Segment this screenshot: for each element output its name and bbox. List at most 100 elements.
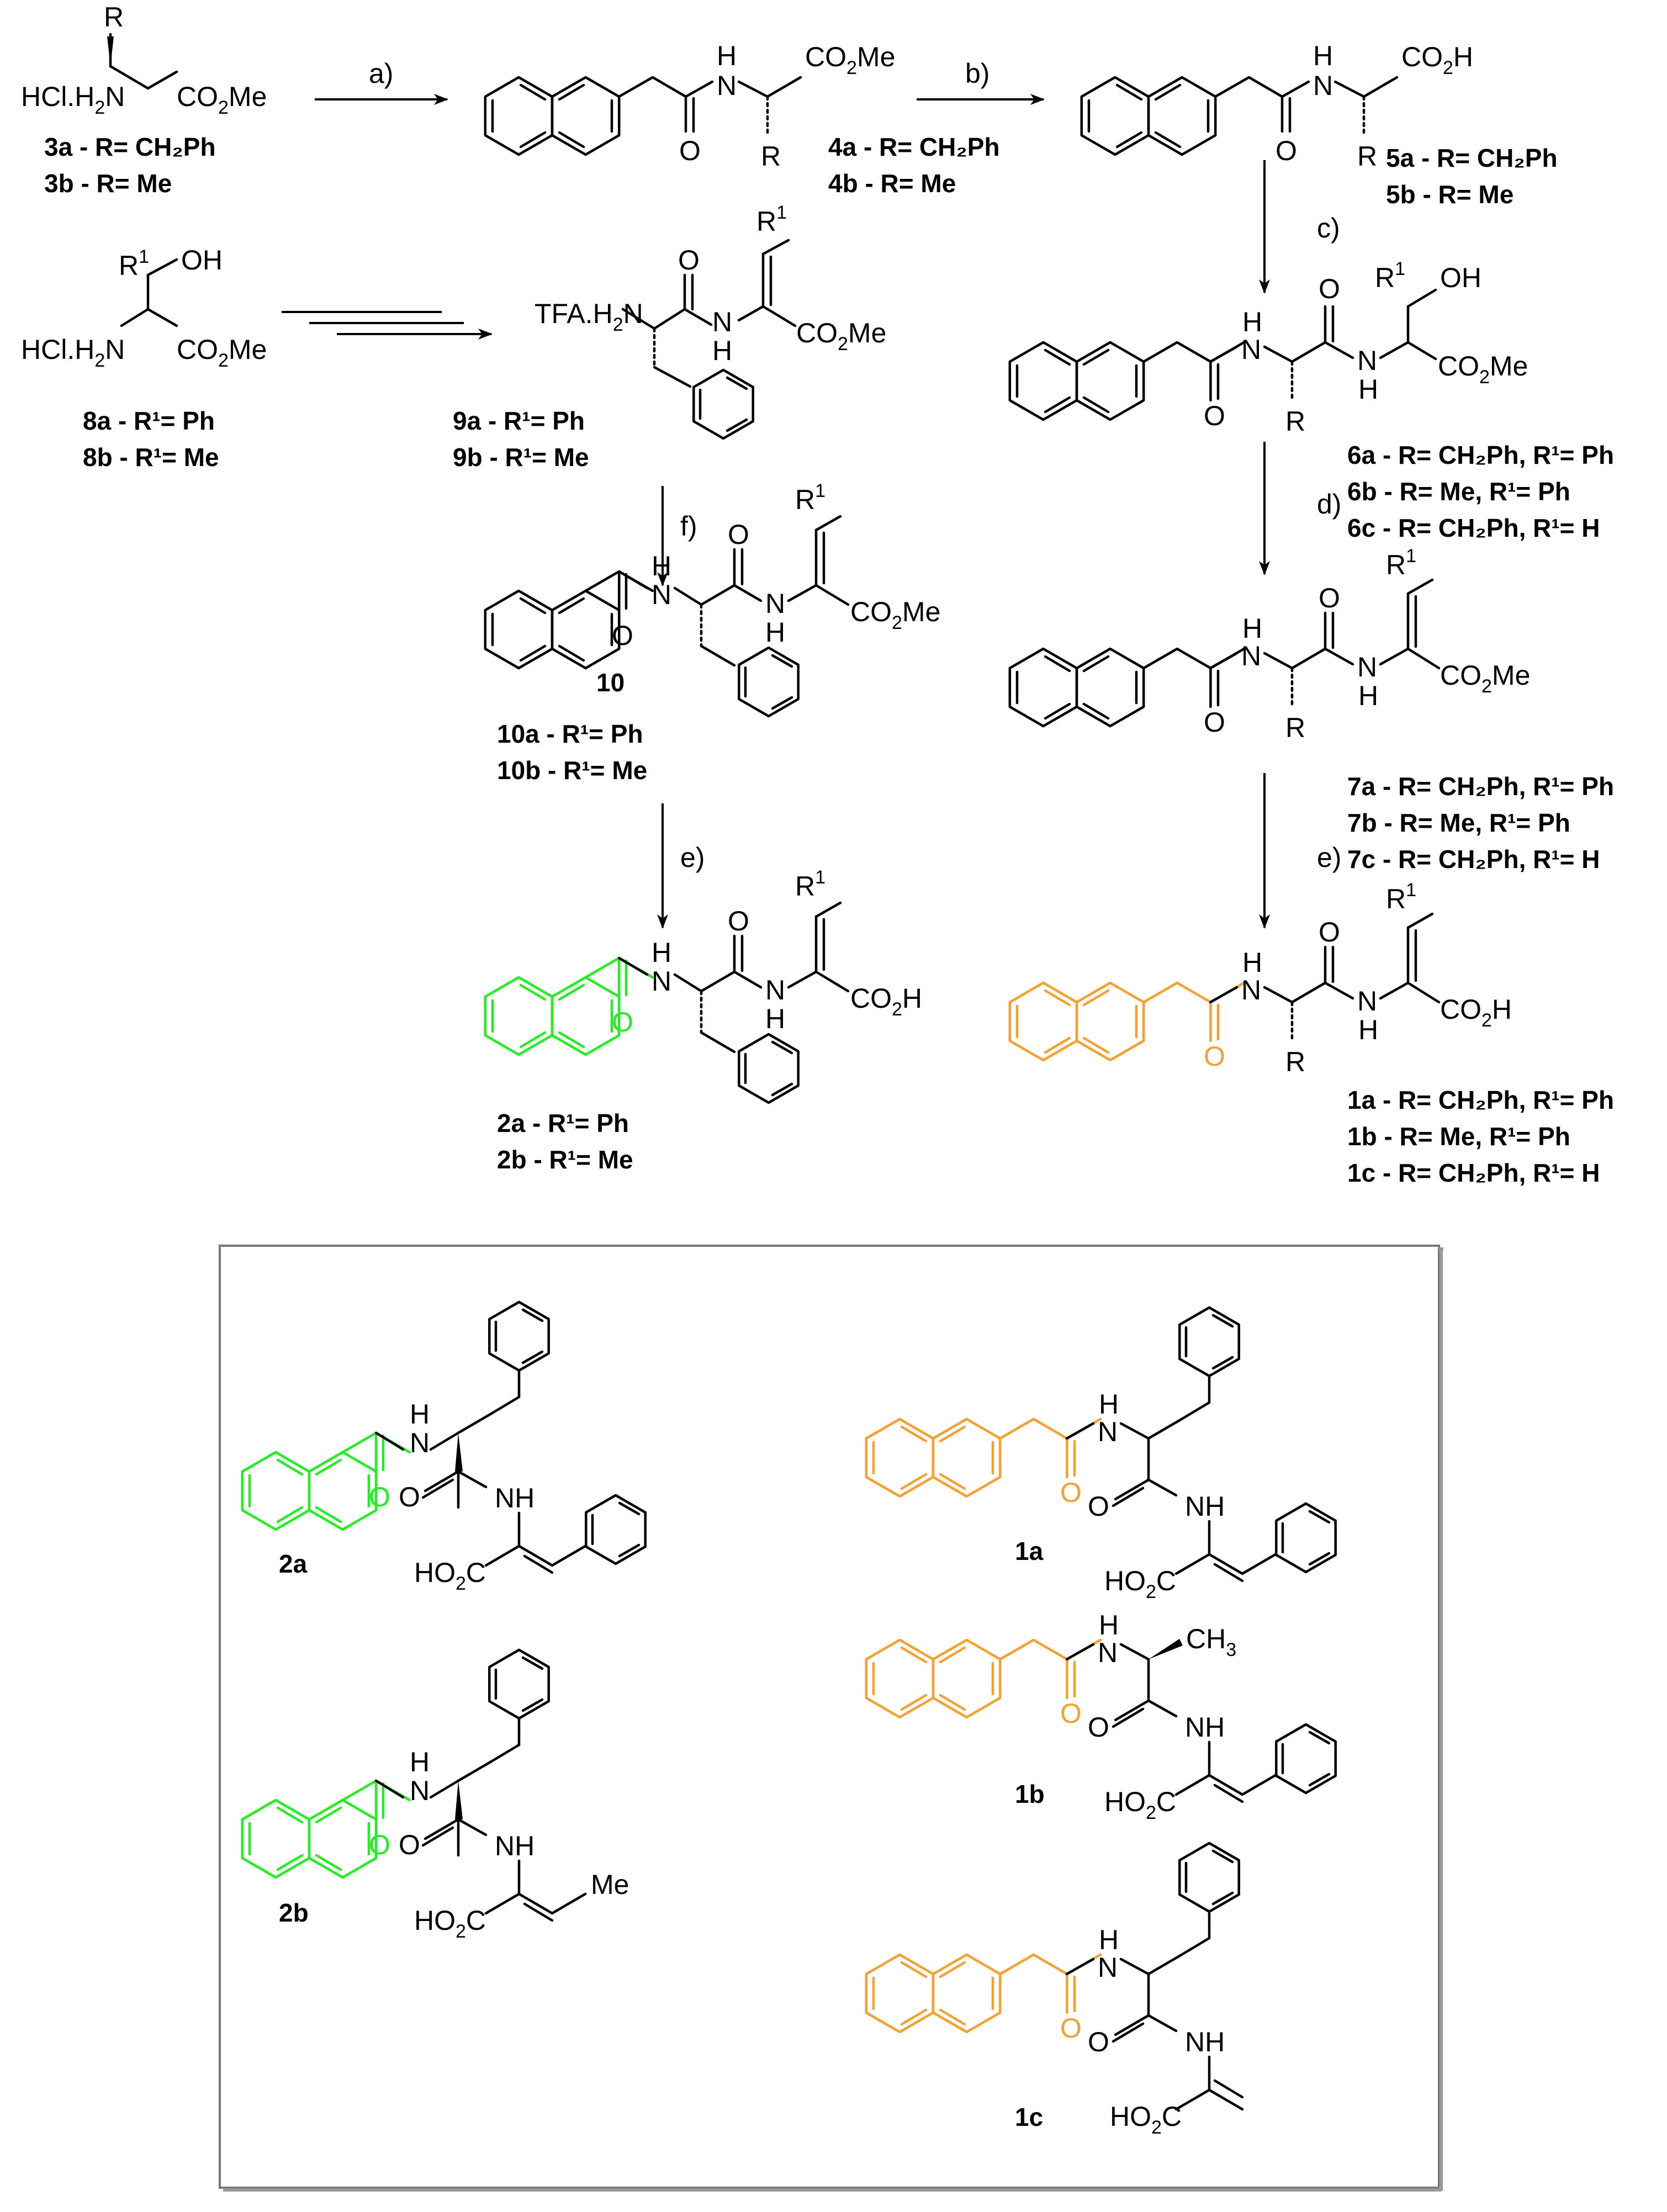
methyl-ester-label: CO2Me: [850, 596, 940, 633]
n-label: N: [1357, 345, 1377, 376]
step-e-label: e): [680, 842, 705, 873]
n-label: N: [1098, 1952, 1118, 1983]
o-label: O: [1276, 135, 1297, 166]
n-label: N: [712, 306, 732, 337]
hcl-amine-label: HCl.H2N: [21, 334, 125, 371]
n-label: N: [410, 1775, 430, 1806]
r1-label: R1: [795, 867, 825, 902]
r-label: R: [1285, 406, 1305, 437]
box-1a-label: 1a: [1015, 1537, 1044, 1565]
o-label: O: [1088, 2026, 1109, 2057]
compound-2a-label: 2a - R¹= Ph: [497, 1109, 629, 1137]
o-label: O: [1060, 1698, 1082, 1729]
compound-10a-label: 10a - R¹= Ph: [497, 719, 643, 748]
box-1c-structure: H N O O NH HO2C 1c: [866, 1843, 1244, 2138]
o-label: O: [1204, 1041, 1225, 1072]
o-label: O: [369, 1481, 390, 1512]
n-label: N: [717, 70, 737, 101]
o-label: O: [1319, 583, 1340, 613]
compound-4-structure: [485, 76, 802, 155]
n-label: N: [1313, 70, 1333, 101]
hydroxyl-label: OH: [181, 245, 223, 276]
compound-1-structure: O: [1010, 912, 1441, 1072]
compound-6b-label: 6b - R= Me, R¹= Ph: [1347, 477, 1570, 506]
compound-4a-label: 4a - R= CH₂Ph: [828, 133, 1000, 161]
compound-5a-label: 5a - R= CH₂Ph: [1386, 144, 1558, 172]
step-d-label: d): [1317, 489, 1341, 520]
n-label: N: [1241, 975, 1261, 1006]
box-1b-label: 1b: [1015, 1780, 1045, 1808]
compound-5-structure: [1082, 76, 1399, 155]
compound-8-structure: [120, 258, 178, 327]
o-label: O: [1060, 2013, 1082, 2044]
r1-label: R1: [756, 202, 787, 237]
acid-label: CO2H: [850, 983, 922, 1020]
h-label: H: [765, 617, 785, 648]
compound-2-structure: O: [485, 901, 850, 1103]
compound-7b-label: 7b - R= Me, R¹= Ph: [1347, 808, 1570, 837]
o-label: O: [1204, 400, 1225, 431]
o-label: O: [369, 1829, 390, 1860]
compound-7a-label: 7a - R= CH₂Ph, R¹= Ph: [1347, 772, 1614, 801]
methyl-ester-label: CO2Me: [177, 334, 267, 371]
acid-label: HO2C: [1104, 1565, 1176, 1602]
box-1b-structure: H N CH3 O O NH HO2C 1b: [866, 1610, 1336, 1823]
n-label: N: [1098, 1637, 1118, 1668]
h-label: H: [652, 551, 671, 581]
step-b-label: b): [965, 58, 989, 89]
n-label: N: [765, 588, 785, 619]
methyl-ester-label: CO2Me: [1440, 660, 1530, 697]
step-e-label: e): [1317, 842, 1341, 873]
compound-9-structure: [621, 239, 797, 438]
n-label: N: [765, 975, 785, 1006]
methyl-label: CH3: [1186, 1623, 1236, 1660]
h-label: H: [410, 1399, 430, 1430]
tfa-amine-label: TFA.H2N: [535, 298, 643, 335]
compound-6-structure: [1010, 288, 1437, 420]
compound-8a-label: 8a - R¹= Ph: [83, 406, 215, 435]
compound-6c-label: 6c - R= CH₂Ph, R¹= H: [1347, 514, 1600, 542]
compound-5b-label: 5b - R= Me: [1386, 180, 1513, 209]
o-label: O: [399, 1829, 420, 1860]
compound-1c-label: 1c - R= CH₂Ph, R¹= H: [1347, 1158, 1600, 1187]
n-label: N: [652, 966, 671, 997]
methyl-ester-label: CO2Me: [805, 41, 895, 78]
h-label: H: [1099, 1389, 1119, 1420]
compound-1a-label: 1a - R= CH₂Ph, R¹= Ph: [1347, 1086, 1614, 1114]
box-2b-structure: H N O O NH HO2C Me 2b: [242, 1650, 629, 1942]
step-c-label: c): [1317, 213, 1340, 244]
o-label: O: [1204, 707, 1225, 738]
o-label: O: [1319, 273, 1340, 304]
box-1c-label: 1c: [1015, 2103, 1043, 2131]
box-1a-structure: H N O O NH HO2C 1a: [866, 1308, 1336, 1602]
h-label: H: [712, 335, 732, 366]
h-label: H: [1242, 306, 1262, 337]
r-label: R: [761, 141, 781, 172]
h-label: H: [652, 937, 671, 968]
o-label: O: [612, 1007, 633, 1038]
nh-label: NH: [495, 1830, 535, 1861]
box-2a-label: 2a: [279, 1549, 308, 1578]
h-label: H: [1358, 1014, 1378, 1045]
o-label: O: [612, 620, 633, 651]
o-label: O: [1088, 1491, 1109, 1522]
hcl-amine-label: HCl.H2N: [21, 81, 125, 118]
step-f-label: f): [680, 511, 697, 542]
h-label: H: [1358, 374, 1378, 405]
r-label: R: [104, 2, 124, 33]
r1-label: R1: [1386, 880, 1416, 914]
h-label: H: [1099, 1924, 1119, 1955]
acid-label: HO2C: [414, 1905, 486, 1942]
nh-label: NH: [1185, 1712, 1225, 1743]
compound-10b-label: 10b - R¹= Me: [497, 756, 647, 785]
n-label: N: [1098, 1416, 1118, 1447]
r-label: R: [1285, 712, 1305, 743]
summary-box: [219, 1245, 1443, 2192]
step-a-label: a): [369, 58, 393, 89]
methyl-ester-label: CO2Me: [796, 317, 886, 354]
r1-label: R1: [795, 480, 825, 515]
acid-label: HO2C: [414, 1557, 486, 1594]
compound-1b-label: 1b - R= Me, R¹= Ph: [1347, 1122, 1570, 1151]
compound-9a-label: 9a - R¹= Ph: [453, 406, 585, 435]
